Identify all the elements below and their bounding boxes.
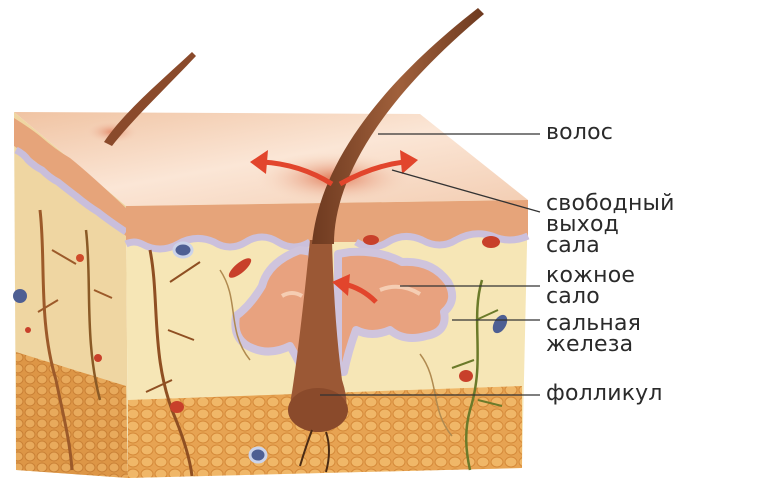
- label-follicle: фолликул: [546, 383, 663, 404]
- label-hair: волос: [546, 122, 613, 143]
- label-gland: сальная железа: [546, 313, 641, 355]
- label-sebum-exit-line1: свободный: [546, 193, 675, 214]
- blood-vessel-blue: [13, 289, 27, 303]
- label-gland-line1: сальная: [546, 313, 641, 334]
- label-sebum-exit-line3: сала: [546, 235, 675, 256]
- label-sebum-line2: сало: [546, 286, 635, 307]
- label-sebum-exit-line2: выход: [546, 214, 675, 235]
- label-sebum-exit: свободный выход сала: [546, 193, 675, 256]
- label-sebum-line1: кожное: [546, 265, 635, 286]
- label-sebum: кожное сало: [546, 265, 635, 307]
- label-gland-line2: железа: [546, 334, 641, 355]
